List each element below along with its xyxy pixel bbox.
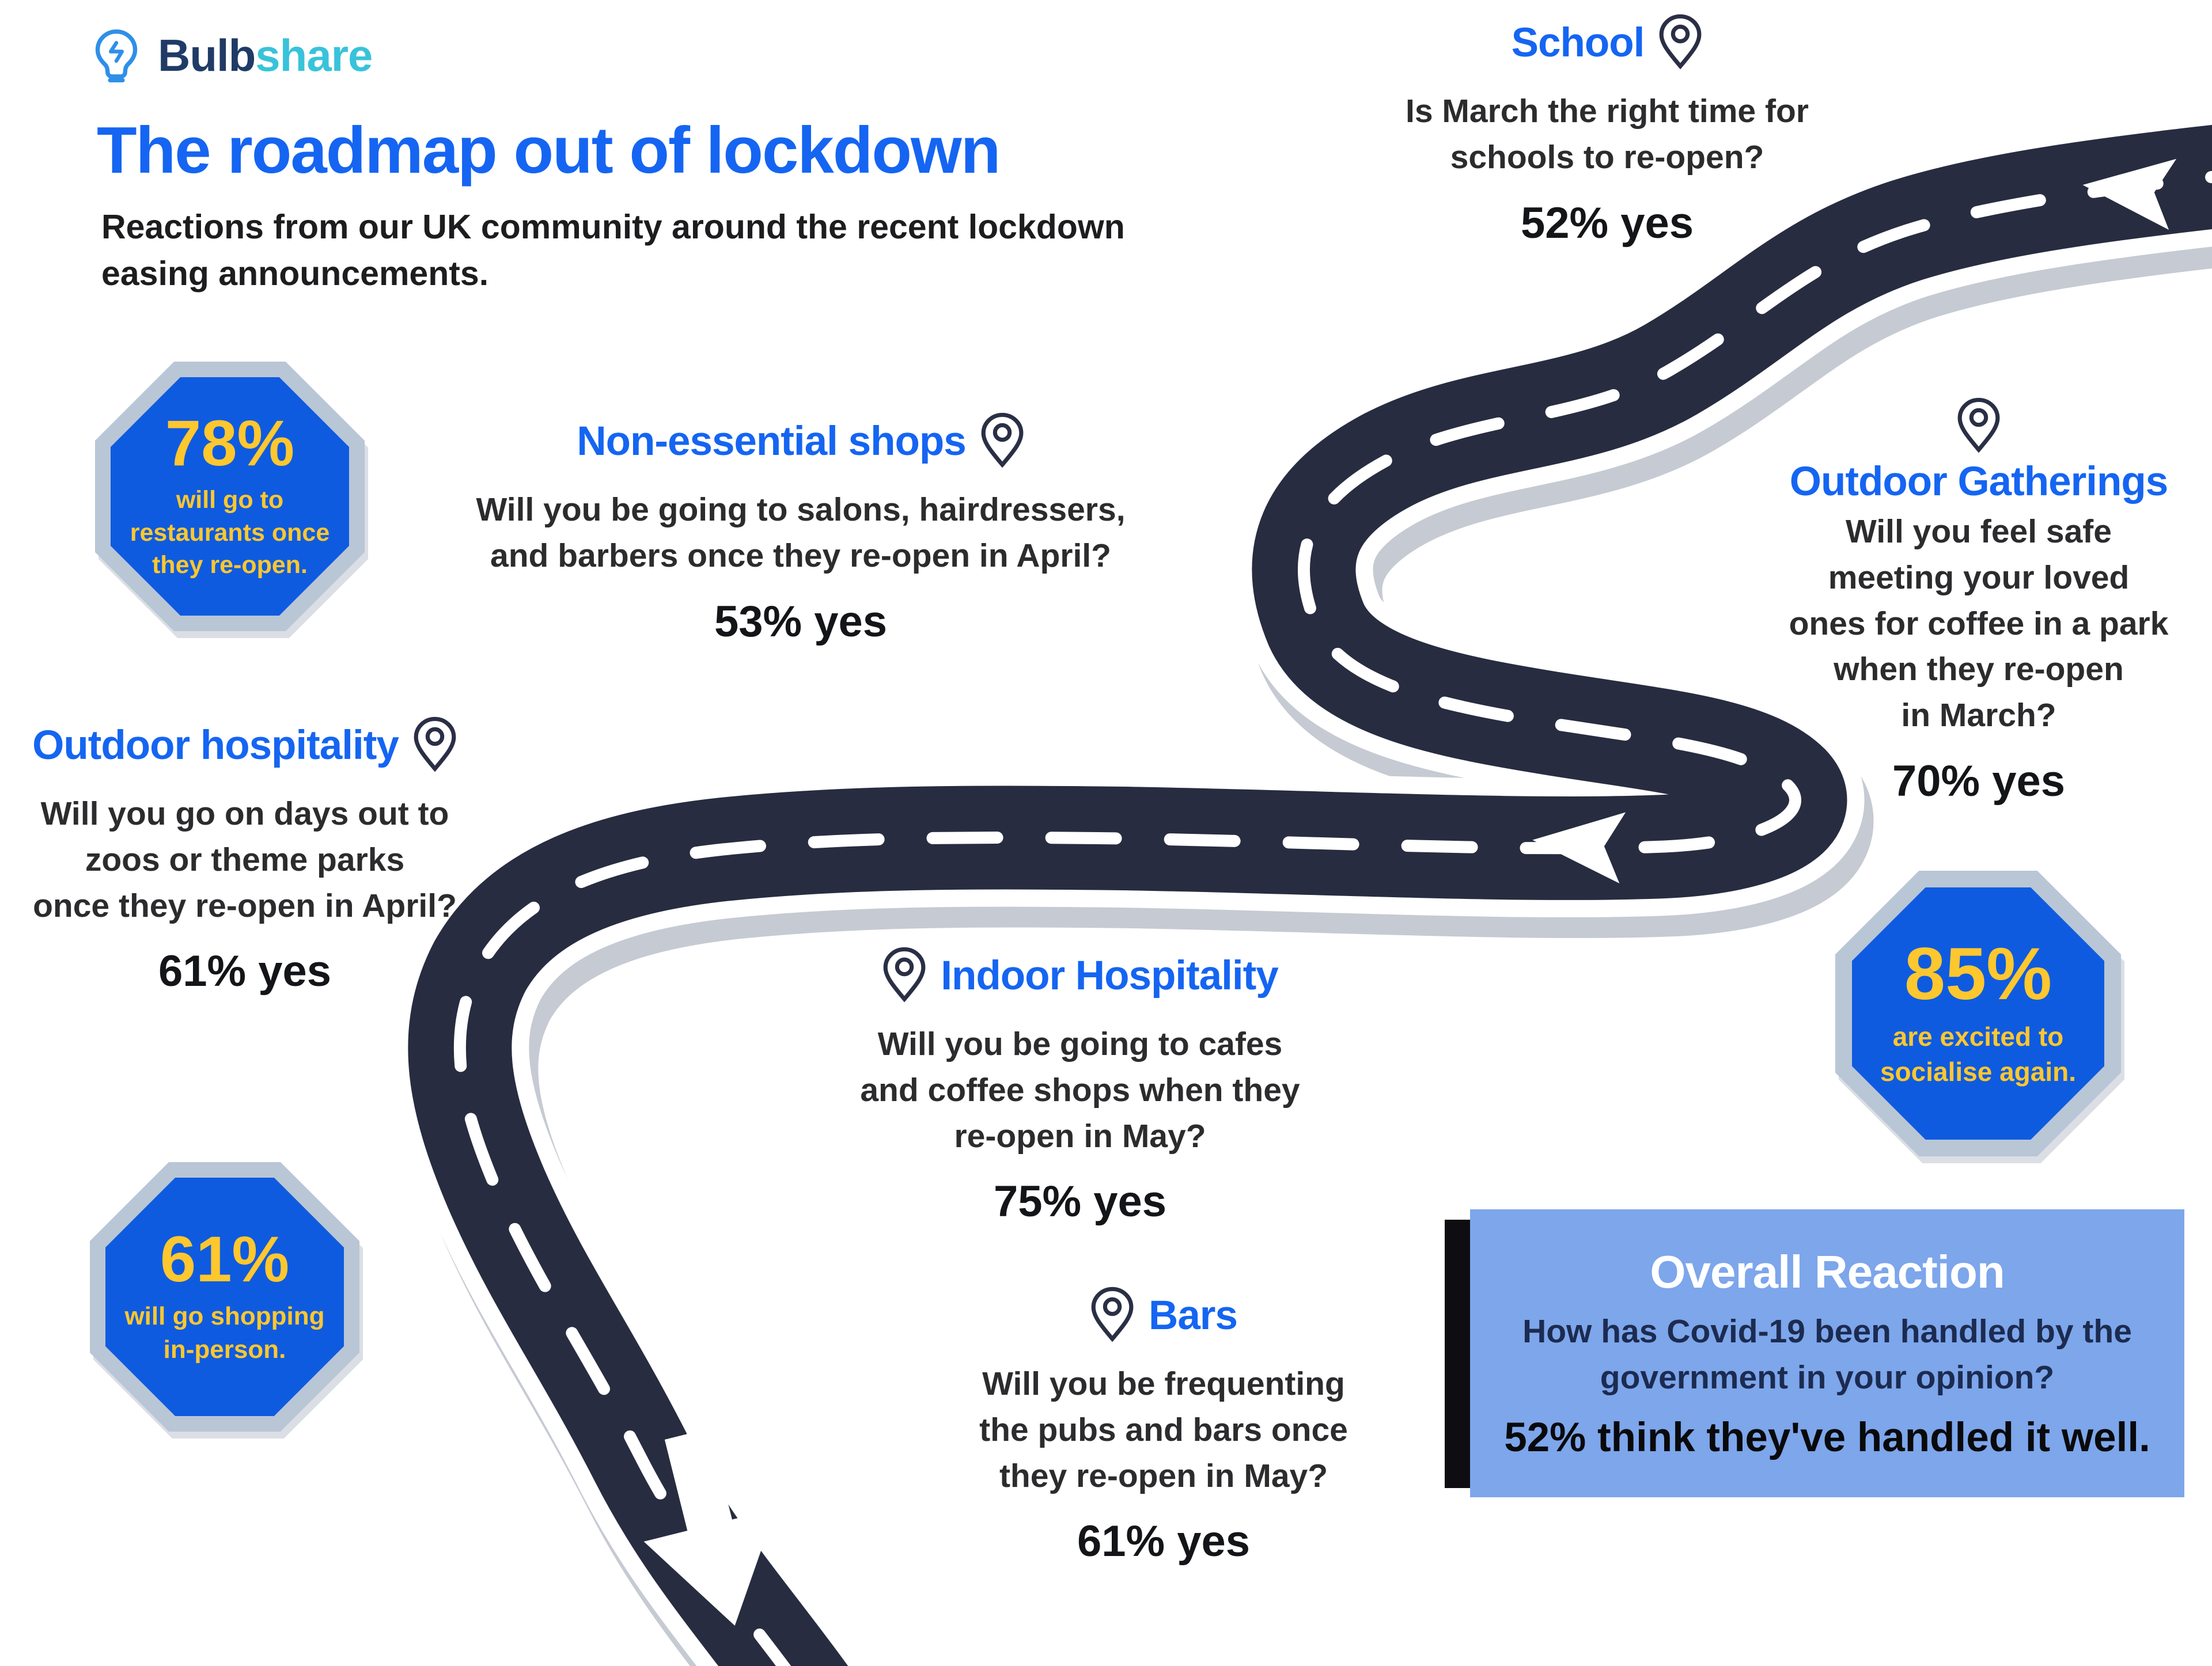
milestone-question: Will you be going to salons, hairdresser… [476,491,1126,574]
milestone-answer: 61% yes [1077,1517,1251,1566]
milestone-question: Will you feel safe meeting your loved on… [1789,513,2169,734]
milestone-title: Outdoor hospitality [32,723,399,768]
octagon-fill: 85% are excited to socialise again. [1851,887,2105,1140]
road-end-arrow-icon [643,1428,776,1626]
octagon-fill: 61% will go shopping in-person. [105,1177,344,1417]
badge-percent: 85% [1904,933,2052,1016]
octagon-fill: 78% will go to restaurants once they re-… [110,377,350,616]
octagon-border: 85% are excited to socialise again. [1835,871,2121,1156]
location-pin-icon [980,411,1025,469]
location-pin-icon [1956,396,2001,454]
milestone-question: Will you be going to cafes and coffee sh… [860,1026,1300,1155]
milestone-title: Outdoor Gatherings [1789,459,2168,504]
stat-badge-socialise: 85% are excited to socialise again. [1835,871,2121,1156]
badge-caption: are excited to socialise again. [1880,1022,2077,1087]
milestone-title: Non-essential shops [577,419,966,464]
milestone-outdoor-hospitality: Outdoor hospitality Will you go on days … [12,723,478,996]
page-title: The roadmap out of lockdown [97,114,1001,187]
location-pin-icon [412,715,457,773]
bulbshare-lightbulb-icon [86,25,146,85]
overall-question: How has Covid-19 been handled by the gov… [1522,1312,2132,1396]
milestone-question: Will you go on days out to zoos or theme… [33,795,457,924]
bulbshare-logo: Bulbshare [86,25,373,85]
brand-wordmark-part1: Bulb [158,29,256,81]
overall-panel-accent-bar [1445,1220,1470,1488]
milestone-school: School Is March the right time for schoo… [1336,21,1878,248]
milestone-title: School [1511,20,1645,66]
milestone-question: Will you be frequenting the pubs and bar… [979,1365,1348,1494]
stat-badge-shopping: 61% will go shopping in-person. [90,1162,359,1432]
milestone-non-essential-shops: Non-essential shops Will you be going to… [449,419,1152,647]
page-subtitle: Reactions from our UK community around t… [101,208,1125,293]
milestone-answer: 75% yes [993,1177,1167,1227]
badge-percent: 78% [165,407,295,479]
location-pin-icon [882,946,927,1003]
milestone-answer: 52% yes [1520,198,1694,248]
road-start-arrow-icon [2082,158,2177,230]
milestone-title: Indoor Hospitality [941,953,1278,999]
brand-wordmark-part2: share [255,29,373,81]
stat-badge-restaurants: 78% will go to restaurants once they re-… [95,362,365,631]
octagon-border: 61% will go shopping in-person. [90,1162,359,1432]
milestone-outdoor-gatherings: Outdoor Gatherings Will you feel safe me… [1751,396,2206,806]
milestone-answer: 70% yes [1892,757,2066,806]
overall-reaction-panel: Overall Reaction How has Covid-19 been h… [1470,1209,2184,1497]
milestone-answer: 61% yes [158,947,332,996]
location-pin-icon [1658,13,1703,70]
milestone-indoor-hospitality: Indoor Hospitality Will you be going to … [732,954,1429,1227]
badge-caption: will go to restaurants once they re-open… [130,485,330,579]
overall-answer: 52% think they've handled it well. [1504,1415,2150,1461]
milestone-title: Bars [1149,1293,1238,1338]
milestone-answer: 53% yes [714,597,888,646]
milestone-bars: Bars Will you be frequenting the pubs an… [835,1293,1492,1566]
road-mid-arrow-icon [1532,812,1626,884]
road-centerline [453,170,2212,1666]
milestone-question: Is March the right time for schools to r… [1406,93,1809,176]
overall-title: Overall Reaction [1650,1246,2005,1297]
location-pin-icon [1090,1285,1135,1343]
octagon-border: 78% will go to restaurants once they re-… [95,362,365,631]
badge-caption: will go shopping in-person. [124,1301,325,1364]
badge-percent: 61% [160,1223,290,1295]
brand-wordmark: Bulbshare [158,29,373,82]
